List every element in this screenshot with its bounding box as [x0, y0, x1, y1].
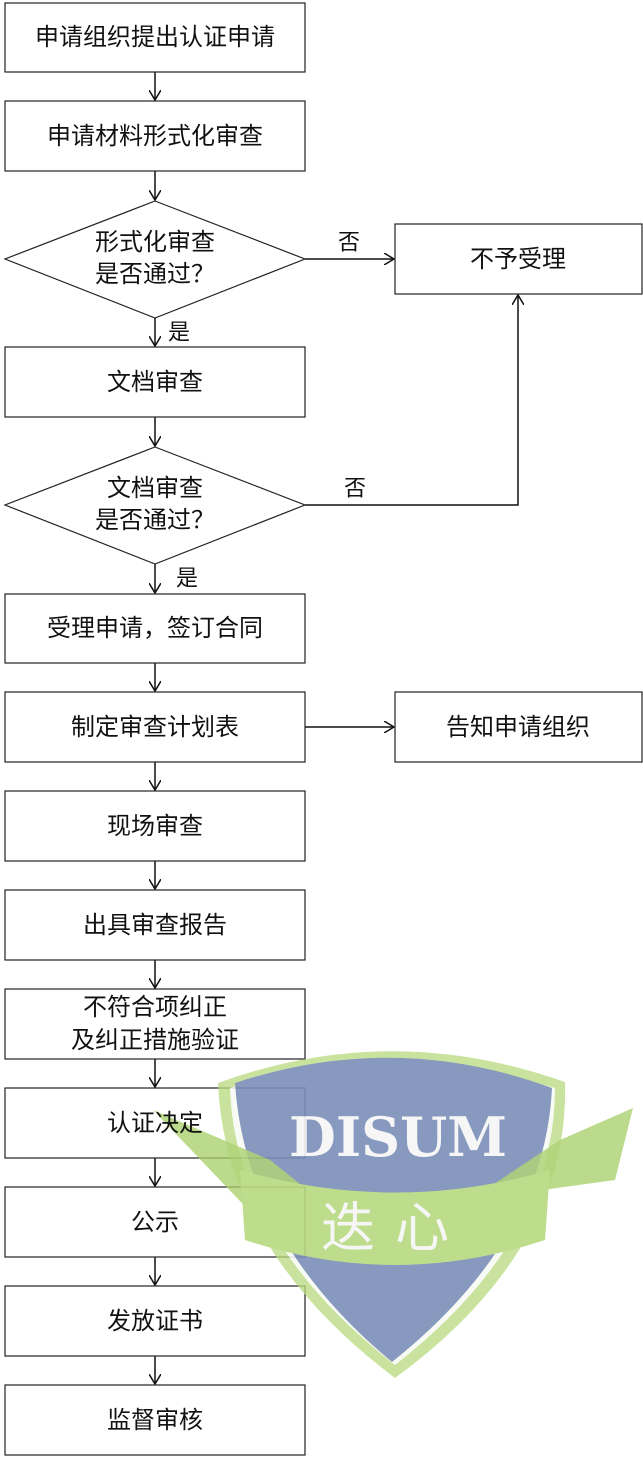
decision-label-line1: 文档审查 — [107, 474, 203, 502]
step-label: 告知申请组织 — [446, 713, 590, 741]
decision-label-line1: 形式化审查 — [95, 228, 215, 256]
step-audit-report-box — [4, 889, 306, 961]
step-label: 认证决定 — [107, 1109, 203, 1137]
step-label: 公示 — [131, 1208, 179, 1236]
step-formal-review-box — [4, 100, 306, 172]
step-audit-plan-box — [4, 691, 306, 763]
flowchart-labels: 申请组织提出认证申请 申请材料形式化审查 形式化审查 是否通过？ 否 是 不予受… — [35, 23, 590, 1434]
step-label: 申请组织提出认证申请 — [35, 23, 275, 51]
logo-text-en: DISUM — [289, 1105, 507, 1169]
step-label-line2: 及纠正措施验证 — [71, 1026, 239, 1054]
label-no: 否 — [338, 231, 360, 256]
connectors — [155, 72, 518, 1384]
step-label: 受理申请，签订合同 — [47, 614, 263, 642]
step-document-review-box — [4, 346, 306, 418]
logo-text-cn: 迭心 — [321, 1197, 469, 1260]
step-label: 制定审查计划表 — [71, 713, 239, 741]
step-onsite-audit-box — [4, 790, 306, 862]
step-nonconformity-box — [4, 988, 306, 1060]
step-label: 监督审核 — [107, 1406, 203, 1434]
decision-label-line2: 是否通过？ — [95, 506, 215, 534]
step-accept-contract-box — [4, 593, 306, 664]
step-label-line1: 不符合项纠正 — [83, 993, 227, 1021]
step-label: 发放证书 — [107, 1307, 203, 1335]
step-submit-application-box — [4, 2, 306, 73]
step-reject-box — [394, 223, 643, 295]
step-label: 出具审查报告 — [83, 911, 227, 939]
step-issue-certificate-box — [4, 1285, 306, 1357]
decision-label-line2: 是否通过？ — [95, 260, 215, 288]
decision-document-review-diamond — [3, 446, 307, 565]
disum-logo-watermark: DISUM 迭心 — [153, 1051, 633, 1378]
label-yes: 是 — [176, 567, 198, 592]
step-surveillance-box — [4, 1384, 306, 1456]
decision-formal-review-diamond — [3, 200, 307, 319]
step-label: 现场审查 — [107, 812, 203, 840]
label-no: 否 — [344, 477, 366, 502]
step-label: 申请材料形式化审查 — [47, 122, 263, 150]
step-label: 不予受理 — [470, 245, 566, 273]
step-notify-applicant-box — [394, 691, 643, 763]
label-yes: 是 — [168, 321, 190, 346]
step-label: 文档审查 — [107, 368, 203, 396]
